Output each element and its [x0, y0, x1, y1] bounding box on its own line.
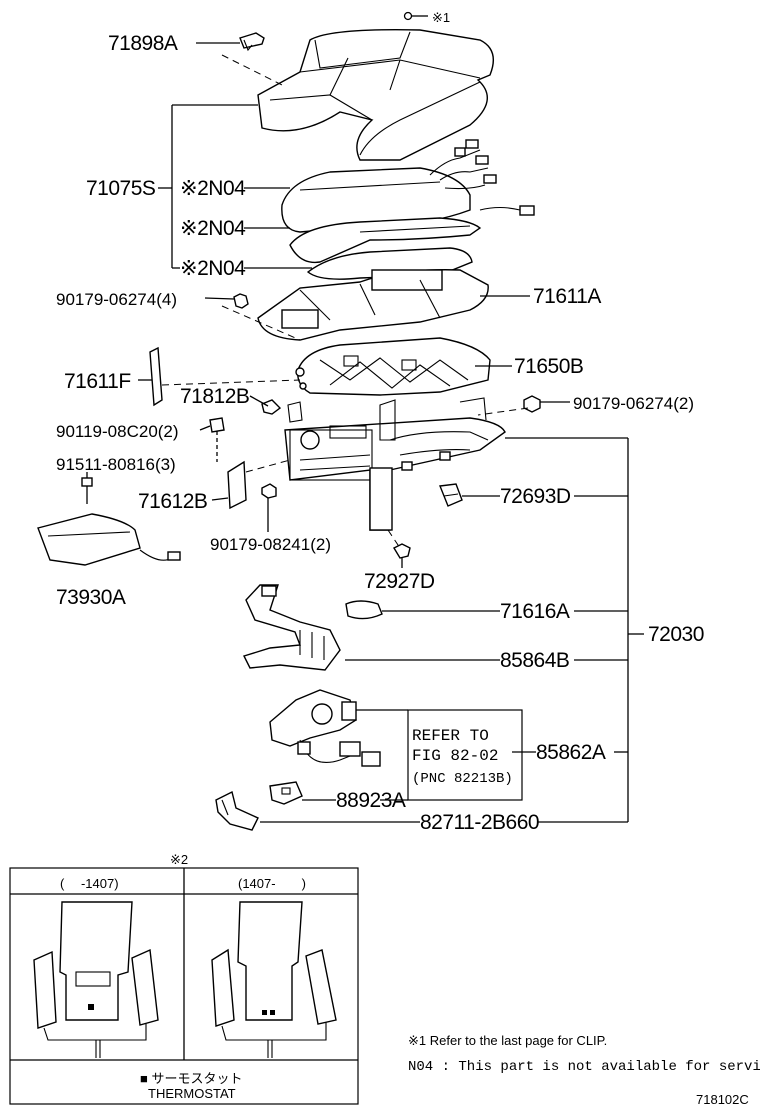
clip-71898a-drawing	[239, 32, 265, 52]
side-cover-71611f-drawing	[149, 346, 163, 407]
cap-71616a-drawing	[345, 600, 383, 620]
harness-82711-drawing	[215, 790, 259, 831]
refer-box: REFER TO FIG 82-02 (PNC 82213B)	[407, 709, 523, 801]
seat-frame-drawing	[295, 337, 491, 396]
label-91511-80816-3: 91511-80816(3)	[56, 455, 176, 474]
heater-variant-inset: ※2 ( -1407) (1407- ) ■ サーモスタット	[9, 852, 359, 1105]
thermostat-marker-icon	[88, 1004, 94, 1010]
label-72693d: 72693D	[500, 485, 571, 508]
label-71611a: 71611A	[533, 285, 601, 308]
cap-72693d-drawing	[439, 483, 463, 507]
label-85862a: 85862A	[536, 741, 606, 764]
inset-legend-jp: ■ サーモスタット	[140, 1071, 242, 1086]
label-90179-06274-4: 90179-06274(4)	[56, 290, 177, 309]
bracket-88923a-drawing	[269, 781, 303, 805]
label-90179-06274-2: 90179-06274(2)	[573, 394, 694, 413]
figure-id: 718102C	[696, 1092, 749, 1107]
motor-85862a-drawing	[269, 689, 381, 767]
nut-right-icon	[523, 395, 541, 413]
inset-legend-en: THERMOSTAT	[148, 1086, 236, 1101]
label-72030: 72030	[648, 623, 704, 646]
label-n04-3: ※2N04	[180, 257, 246, 280]
sensor-73930a-drawing	[37, 513, 181, 566]
thermostat-marker-2-icon	[270, 1010, 275, 1015]
clip-72927d-drawing	[393, 543, 411, 559]
label-71898a: 71898A	[108, 32, 178, 55]
label-71075s: 71075S	[86, 177, 156, 200]
cushion-71611a-drawing	[257, 269, 489, 341]
clip-symbol-label: ※1	[432, 10, 450, 25]
nut-icon	[233, 293, 249, 309]
bolt-icon	[209, 417, 225, 462]
seat-heater-drawing	[281, 139, 535, 233]
refer-line2: FIG 82-02	[412, 747, 498, 765]
heater-layout-left	[33, 901, 159, 1058]
clip-symbol-icon	[403, 11, 428, 21]
wire-harness-85864b-drawing	[243, 584, 341, 671]
label-72927d: 72927D	[364, 570, 435, 593]
note-clip: ※1 Refer to the last page for CLIP.	[408, 1033, 607, 1048]
bolt-91511-icon	[81, 477, 93, 504]
note-n04: N04 : This part is not available for ser…	[408, 1059, 760, 1075]
label-82711-2b660: 82711-2B660	[420, 811, 539, 834]
inset-marker: ※2	[170, 852, 188, 867]
label-73930a: 73930A	[56, 586, 126, 609]
label-90179-08241-2: 90179-08241(2)	[210, 535, 331, 554]
heater-layout-right	[211, 901, 337, 1058]
nut-08241-icon	[261, 483, 277, 499]
refer-line3: (PNC 82213B)	[412, 771, 513, 787]
label-n04-2: ※2N04	[180, 217, 246, 240]
seat-cover-drawing	[257, 29, 494, 161]
label-71812b: 71812B	[180, 385, 249, 408]
refer-line1: REFER TO	[412, 727, 489, 745]
side-cover-71612b-drawing	[227, 460, 247, 510]
heater-pad-drawing	[289, 217, 482, 264]
label-71612b: 71612B	[138, 490, 207, 513]
label-88923a: 88923A	[336, 789, 406, 812]
label-n04-1: ※2N04	[180, 177, 246, 200]
clip-71812b-drawing	[261, 399, 282, 415]
label-90119-08c20-2: 90119-08C20(2)	[56, 422, 179, 441]
thermostat-marker-1-icon	[262, 1010, 267, 1015]
label-85864b: 85864B	[500, 649, 569, 672]
label-71611f: 71611F	[64, 370, 131, 393]
inset-col-left-header: ( -1407)	[60, 876, 119, 891]
seat-track-frame-drawing	[284, 397, 506, 531]
inset-col-right-header: (1407- )	[238, 876, 306, 891]
label-71650b: 71650B	[514, 355, 583, 378]
label-71616a: 71616A	[500, 600, 570, 623]
